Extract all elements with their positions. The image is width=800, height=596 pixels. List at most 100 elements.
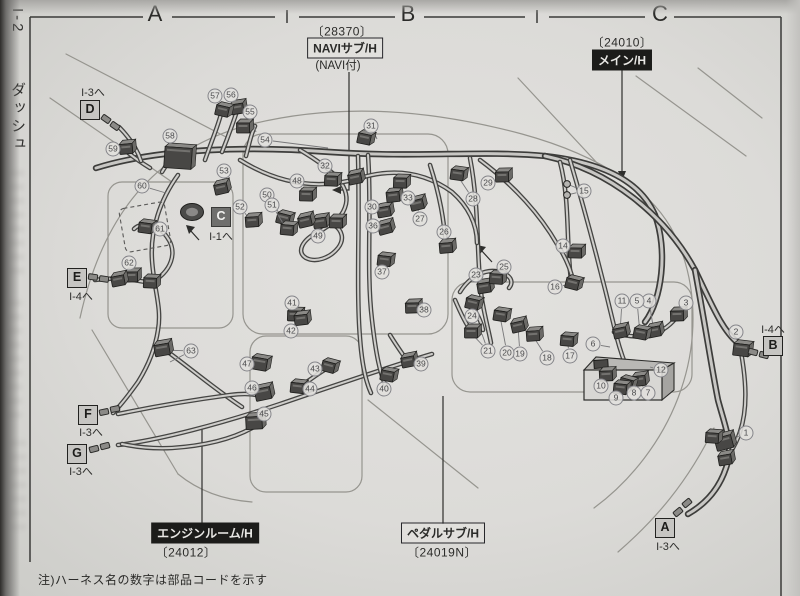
callout-11: 11 <box>614 293 630 309</box>
connector <box>137 218 158 235</box>
ref-label-F: I-3へ <box>79 427 103 439</box>
callout-23: 23 <box>468 267 484 283</box>
connector <box>463 323 483 339</box>
callout-6: 6 <box>585 336 601 352</box>
sidebar-page-title: ダッシュ <box>9 82 26 154</box>
connector <box>376 216 396 236</box>
callout-18: 18 <box>539 350 555 366</box>
connector <box>464 294 486 311</box>
harness-break-dash <box>98 408 110 416</box>
ref-label-A: I-3へ <box>656 541 680 553</box>
ref-box-A: A <box>655 518 675 538</box>
connector <box>163 142 198 171</box>
harness-break-dash <box>109 121 121 131</box>
callout-leader <box>169 354 185 363</box>
connector <box>379 366 400 383</box>
harness-break-dash <box>672 506 684 518</box>
connector <box>704 428 724 445</box>
connector <box>375 200 395 219</box>
connector <box>525 325 544 342</box>
connector <box>320 357 342 375</box>
callout-3: 3 <box>678 295 694 311</box>
connector <box>323 171 343 188</box>
ref-box-G: G <box>67 444 87 464</box>
harness-label-navi: NAVIサブ/H <box>307 37 383 59</box>
callout-60: 60 <box>134 178 150 194</box>
callout-48: 48 <box>289 173 305 189</box>
callout-39: 39 <box>413 356 429 372</box>
connector <box>152 337 174 358</box>
callout-49: 49 <box>310 228 326 244</box>
connector <box>494 167 514 183</box>
connector <box>298 186 318 202</box>
ref-box-B: B <box>763 336 783 356</box>
part-code-navi: 〔28370〕 <box>311 24 373 39</box>
ref-label-G: I-3へ <box>69 466 93 478</box>
connector <box>611 321 631 340</box>
connector <box>376 251 397 268</box>
callout-leader <box>481 333 486 344</box>
connector <box>346 167 366 186</box>
callout-45: 45 <box>256 406 272 422</box>
ref-box-E: E <box>67 268 87 288</box>
connector <box>392 173 412 189</box>
callout-32: 32 <box>317 158 333 174</box>
connector <box>142 273 162 290</box>
callout-57: 57 <box>207 88 223 104</box>
callout-7: 7 <box>640 385 656 401</box>
callout-8: 8 <box>626 385 642 401</box>
harness-label-pedal-sub: ペダルサブ/H <box>400 522 486 544</box>
connector <box>632 324 653 341</box>
ref-box-F: F <box>78 405 98 425</box>
callout-55: 55 <box>242 104 258 120</box>
harness-break-dash <box>100 114 112 124</box>
connector <box>109 269 129 288</box>
harness-break-dash <box>87 273 99 281</box>
section-letter-b: B <box>400 1 416 26</box>
callout-63: 63 <box>183 343 199 359</box>
callout-56: 56 <box>223 87 239 103</box>
connector <box>328 213 348 229</box>
connector <box>385 186 404 203</box>
callout-44: 44 <box>302 381 318 397</box>
callout-51: 51 <box>264 197 280 213</box>
callout-15: 15 <box>576 183 592 199</box>
callout-2: 2 <box>728 324 744 340</box>
page-frame <box>29 10 782 596</box>
callout-leader <box>649 366 654 369</box>
connector <box>559 331 580 348</box>
callout-59: 59 <box>105 141 121 157</box>
connector <box>212 177 232 196</box>
callout-46: 46 <box>244 380 260 396</box>
ref-label-D: I-3へ <box>81 87 105 99</box>
callout-26: 26 <box>436 224 452 240</box>
connector <box>296 210 316 229</box>
callout-leader <box>149 187 167 194</box>
connector <box>250 353 274 372</box>
callout-62: 62 <box>121 255 137 271</box>
callout-53: 53 <box>216 163 232 179</box>
harness-break-dash <box>681 497 693 509</box>
connector <box>509 315 529 334</box>
connector <box>235 118 255 134</box>
callout-28: 28 <box>465 191 481 207</box>
callout-12: 12 <box>653 362 669 378</box>
part-code-engine-room: 〔24012〕 <box>155 545 217 560</box>
part-code-main: 〔24010〕 <box>591 35 653 50</box>
callout-20: 20 <box>499 345 515 361</box>
harness-break-dash <box>88 444 100 454</box>
callout-14: 14 <box>555 238 571 254</box>
callout-5: 5 <box>629 293 645 309</box>
callout-24: 24 <box>464 308 480 324</box>
callout-9: 9 <box>608 390 624 406</box>
callout-31: 31 <box>363 118 379 134</box>
callout-61: 61 <box>152 221 168 237</box>
column-grommet <box>180 203 204 221</box>
ref-box-D: D <box>80 100 100 120</box>
connector <box>312 211 331 230</box>
callout-52: 52 <box>232 199 248 215</box>
callout-54: 54 <box>257 132 273 148</box>
callout-29: 29 <box>480 175 496 191</box>
connector <box>449 165 470 182</box>
